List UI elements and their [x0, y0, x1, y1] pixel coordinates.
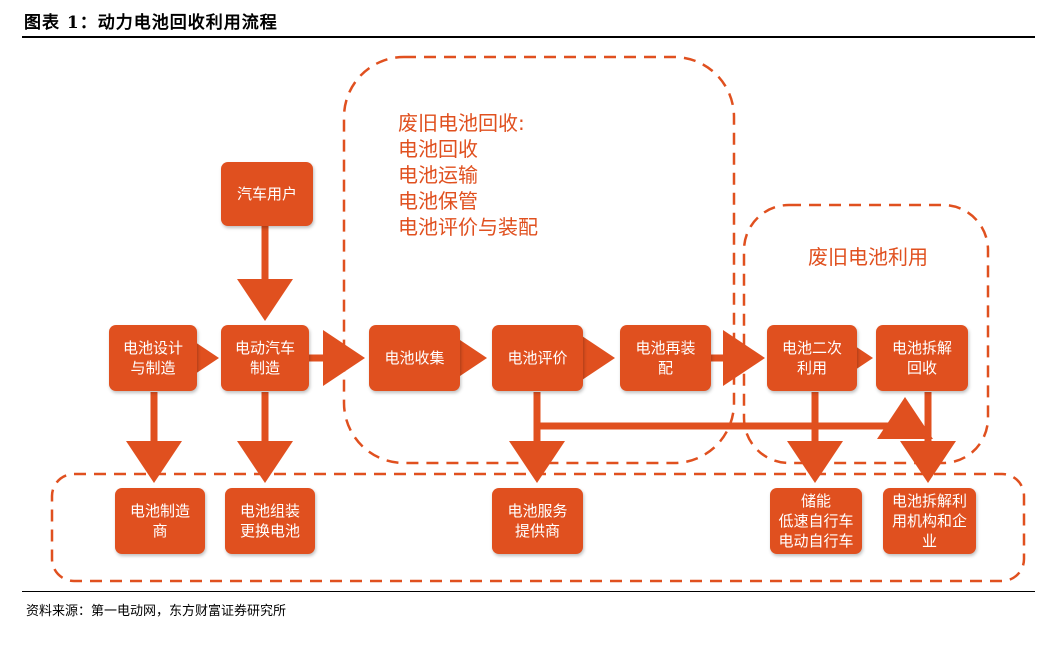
node-service-provider: 电池服务 提供商 — [492, 488, 583, 554]
node-battery-collect: 电池收集 — [369, 325, 460, 391]
utilization-note: 废旧电池利用 — [808, 245, 928, 269]
source-note: 资料来源：第一电动网，东方财富证券研究所 — [26, 604, 287, 619]
node-car-user: 汽车用户 — [221, 162, 313, 226]
top-rule — [22, 36, 1035, 38]
node-assembly-replace: 电池组装 更换电池 — [225, 488, 315, 554]
arrow-evaluate-to-dismantle — [537, 397, 933, 439]
bottom-rule — [22, 591, 1035, 592]
node-ev-manufacturing: 电动汽车 制造 — [221, 325, 309, 391]
node-battery-evaluate: 电池评价 — [492, 325, 583, 391]
node-dismantle: 电池拆解 回收 — [876, 325, 968, 391]
recycling-region — [342, 55, 736, 465]
node-storage-bikes: 储能 低速自行车 电动自行车 — [770, 488, 862, 554]
figure-title: 图表 1：动力电池回收利用流程 — [24, 13, 278, 33]
node-recycler: 电池拆解利 用机构和企 业 — [883, 488, 976, 554]
recycling-note: 废旧电池回收: 电池回收 电池运输 电池保管 电池评价与装配 — [398, 111, 538, 239]
node-second-use: 电池二次 利用 — [767, 325, 857, 391]
node-battery-manufacturer: 电池制造 商 — [115, 488, 205, 554]
node-battery-repack: 电池再装 配 — [620, 325, 711, 391]
node-battery-design: 电池设计 与制造 — [109, 325, 197, 391]
